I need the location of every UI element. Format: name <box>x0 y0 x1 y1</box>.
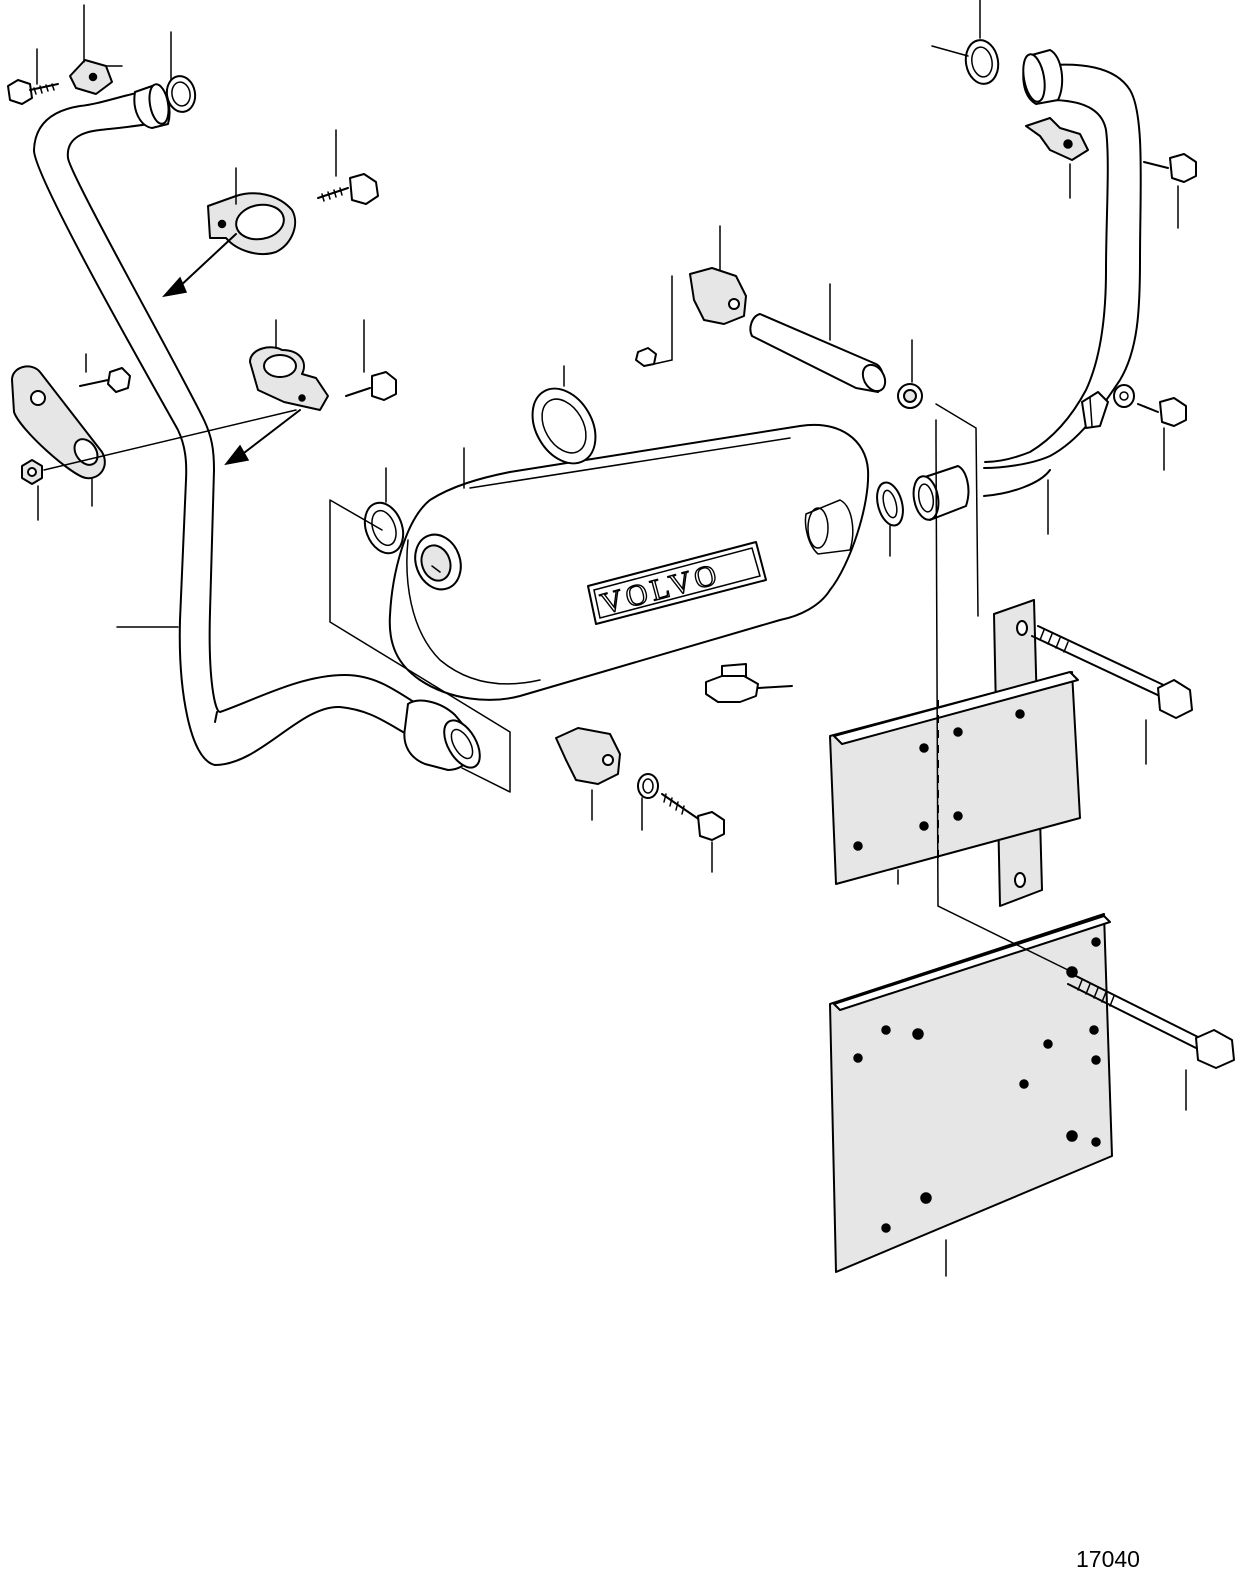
rubber-bushing <box>898 340 922 408</box>
left-pipe-hose-end <box>404 701 487 774</box>
bolt-clamp-upper <box>318 130 378 204</box>
nut-bracket <box>22 460 92 520</box>
o-ring-exchanger-left <box>358 448 464 559</box>
mounting-block-lower <box>556 728 620 820</box>
pipe-clip-left-top <box>70 60 122 94</box>
pipe-clamp-upper <box>208 193 295 254</box>
pipe-clip-right-top <box>1026 118 1088 198</box>
heat-exchanger-body <box>390 425 868 700</box>
assembly-leader-lines <box>936 404 1072 972</box>
right-coolant-pipe <box>984 65 1141 496</box>
mounting-block-upper <box>636 226 746 366</box>
left-coolant-pipe <box>34 90 420 765</box>
o-ring-exchanger-right <box>873 480 908 556</box>
mounting-plate-lower <box>830 914 1112 1276</box>
leader-frame-left <box>330 500 510 792</box>
washer-bolt-right <box>1114 385 1186 470</box>
o-ring-right-top <box>932 0 1002 86</box>
bolt-right-top <box>1144 154 1196 228</box>
plate-upper-holes <box>854 710 1024 850</box>
long-bolt-upper <box>1032 626 1192 764</box>
bolt-left-top <box>8 80 58 104</box>
bolt-lower-block <box>662 794 724 872</box>
long-bolt-lower <box>1068 976 1234 1110</box>
pipe-clamp-lower <box>250 320 328 410</box>
figure-number: 17040 <box>1076 1546 1140 1572</box>
bolt-clamp-lower <box>346 320 396 400</box>
left-pipe-top-end <box>134 83 171 128</box>
bolt-bracket <box>80 354 130 392</box>
mounting-bracket-left <box>12 366 105 478</box>
leader-lines-left-top <box>37 5 171 84</box>
arrow-upper <box>164 168 236 296</box>
plate-lower-holes <box>854 938 1100 1232</box>
hose-connector-right <box>910 466 968 522</box>
o-ring-left-top <box>164 74 198 114</box>
right-pipe-top-end <box>1020 50 1062 104</box>
heat-exchanger-inlet-port <box>806 500 853 554</box>
o-ring-exchanger-top <box>520 366 608 475</box>
hose-clamp-right <box>1082 392 1108 428</box>
arrow-lower <box>44 410 300 470</box>
washer-lower <box>638 774 658 830</box>
spacer-tube <box>750 284 889 395</box>
mounting-plate-upper <box>830 672 1080 884</box>
heat-exchanger-outlet-port <box>408 528 468 596</box>
drain-plug <box>706 664 792 702</box>
